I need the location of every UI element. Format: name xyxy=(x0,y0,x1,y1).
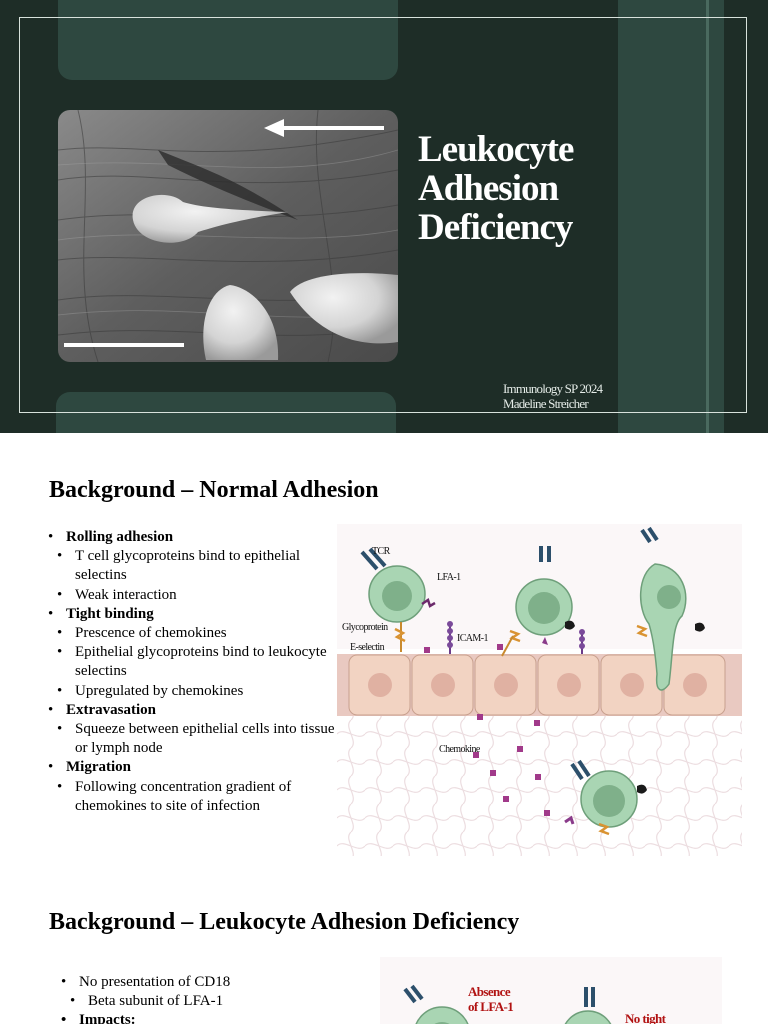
list-item: Impacts: xyxy=(59,1011,349,1024)
list-item: Prescence of chemokines xyxy=(46,624,336,643)
decorative-panel-top xyxy=(58,0,398,80)
tcr-label: TCR xyxy=(372,546,391,557)
list-item: Beta subunit of LFA-1 xyxy=(59,992,349,1011)
presentation-title: Leukocyte Adhesion Deficiency xyxy=(418,130,618,247)
lad-slide: Background – Leukocyte Adhesion Deficien… xyxy=(0,865,768,1024)
micrograph-image xyxy=(58,110,398,362)
decorative-line xyxy=(706,0,709,433)
normal-adhesion-slide: Background – Normal Adhesion Rolling adh… xyxy=(0,433,768,865)
list-item: Upregulated by chemokines xyxy=(46,682,336,701)
presentation-subtitle: Immunology SP 2024 Madeline Streicher xyxy=(503,381,603,411)
list-item: No presentation of CD18 xyxy=(59,973,349,992)
adhesion-diagram: TCR LFA-1 Glycoprotein E-selectin ICAM-1… xyxy=(337,524,742,856)
list-item: Migration xyxy=(46,758,336,777)
list-item: T cell glycoproteins bind to epithelial … xyxy=(46,547,336,585)
list-item: Epithelial glycoproteins bind to leukocy… xyxy=(46,643,336,681)
bullet-list: Rolling adhesion T cell glycoproteins bi… xyxy=(46,528,336,816)
lad-diagram: Absence of LFA-1 No tight xyxy=(380,957,722,1024)
list-item: Weak interaction xyxy=(46,586,336,605)
absence-label-line1: Absence xyxy=(468,984,511,999)
glycoprotein-label: Glycoprotein xyxy=(342,622,388,633)
list-item: Extravasation xyxy=(46,701,336,720)
course-label: Immunology SP 2024 xyxy=(503,381,603,396)
bullet-list: No presentation of CD18 Beta subunit of … xyxy=(59,973,349,1024)
list-item: Tight binding xyxy=(46,605,336,624)
list-item: Rolling adhesion xyxy=(46,528,336,547)
slide-title: Background – Leukocyte Adhesion Deficien… xyxy=(49,909,520,935)
list-item: Following concentration gradient of chem… xyxy=(46,778,336,816)
list-item: Squeeze between epithelial cells into ti… xyxy=(46,720,336,758)
absence-label-line2: of LFA-1 xyxy=(468,999,513,1014)
icam1-label: ICAM-1 xyxy=(457,633,488,644)
title-line: Deficiency xyxy=(418,207,573,248)
decorative-panel-bottom xyxy=(56,392,396,433)
author-name: Madeline Streicher xyxy=(503,396,589,411)
slide-title: Background – Normal Adhesion xyxy=(49,477,379,503)
no-tight-label: No tight xyxy=(625,1011,667,1024)
lfa1-label: LFA-1 xyxy=(437,572,461,583)
eselectin-label: E-selectin xyxy=(350,642,385,653)
title-line: Adhesion xyxy=(418,168,559,209)
chemokine-label: Chemokine xyxy=(439,744,481,755)
title-slide: Leukocyte Adhesion Deficiency Immunology… xyxy=(0,0,768,433)
title-line: Leukocyte xyxy=(418,129,574,170)
